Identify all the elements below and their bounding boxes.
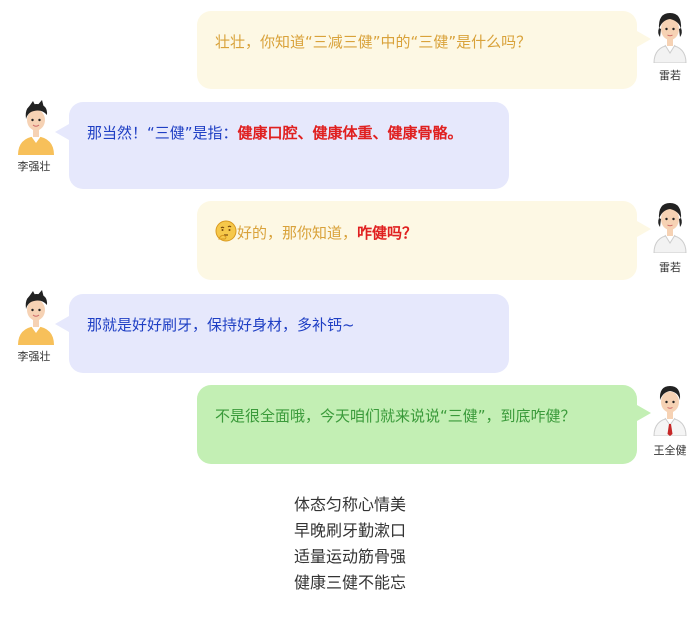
- message-text: 好的，那你知道，: [237, 224, 358, 242]
- avatar-leiruo: [648, 7, 692, 64]
- chat-bubble-liqiangzhuang-1: 那当然！“三健”是指：健康口腔、健康体重、健康骨骼。: [55, 102, 509, 189]
- message-text: 那就是好好刷牙，保持好身材，多补钙~: [87, 316, 355, 334]
- poem-line: 体态匀称心情美: [293, 495, 406, 514]
- chat-bubble-liqiangzhuang-2: 那就是好好刷牙，保持好身材，多补钙~: [55, 294, 509, 373]
- speaker-name-liqiangzhuang: 李强壮: [17, 350, 51, 363]
- speaker-name-wangquanjian: 王全健: [653, 444, 687, 457]
- chat-bubble-wangquanjian: 不是很全面哦，今天咱们就来说说“三健”，到底咋健？: [197, 385, 651, 464]
- poem: 体态匀称心情美 早晚刷牙勤漱口 适量运动筋骨强 健康三健不能忘: [0, 492, 700, 596]
- speaker-name-liqiangzhuang: 李强壮: [17, 160, 51, 173]
- message-highlight-text: 咋健吗？: [357, 224, 418, 242]
- message-highlight-text: 健康口腔、健康体重、健康骨骼。: [237, 124, 463, 142]
- poem-line: 健康三健不能忘: [293, 573, 406, 592]
- speaker-name-leiruo: 雷若: [659, 69, 681, 82]
- avatar-leiruo: [648, 197, 692, 254]
- chat-bubble-leiruo-1: 壮壮，你知道“三减三健”中的“三健”是什么吗？: [197, 11, 651, 89]
- thinking-face-icon: [215, 220, 237, 242]
- message-text: 不是很全面哦，今天咱们就来说说“三健”，到底咋健？: [215, 407, 576, 425]
- speaker-name-leiruo: 雷若: [659, 261, 681, 274]
- chat-bubble-leiruo-2: 好的，那你知道，咋健吗？: [197, 201, 651, 280]
- avatar-liqiangzhuang: [14, 289, 58, 345]
- avatar-wangquanjian: [648, 380, 692, 437]
- message-text: 那当然！“三健”是指：: [87, 124, 238, 142]
- poem-line: 适量运动筋骨强: [293, 547, 406, 566]
- avatar-liqiangzhuang: [14, 99, 58, 155]
- message-text: 壮壮，你知道“三减三健”中的“三健”是什么吗？: [215, 33, 532, 51]
- poem-line: 早晚刷牙勤漱口: [293, 521, 406, 540]
